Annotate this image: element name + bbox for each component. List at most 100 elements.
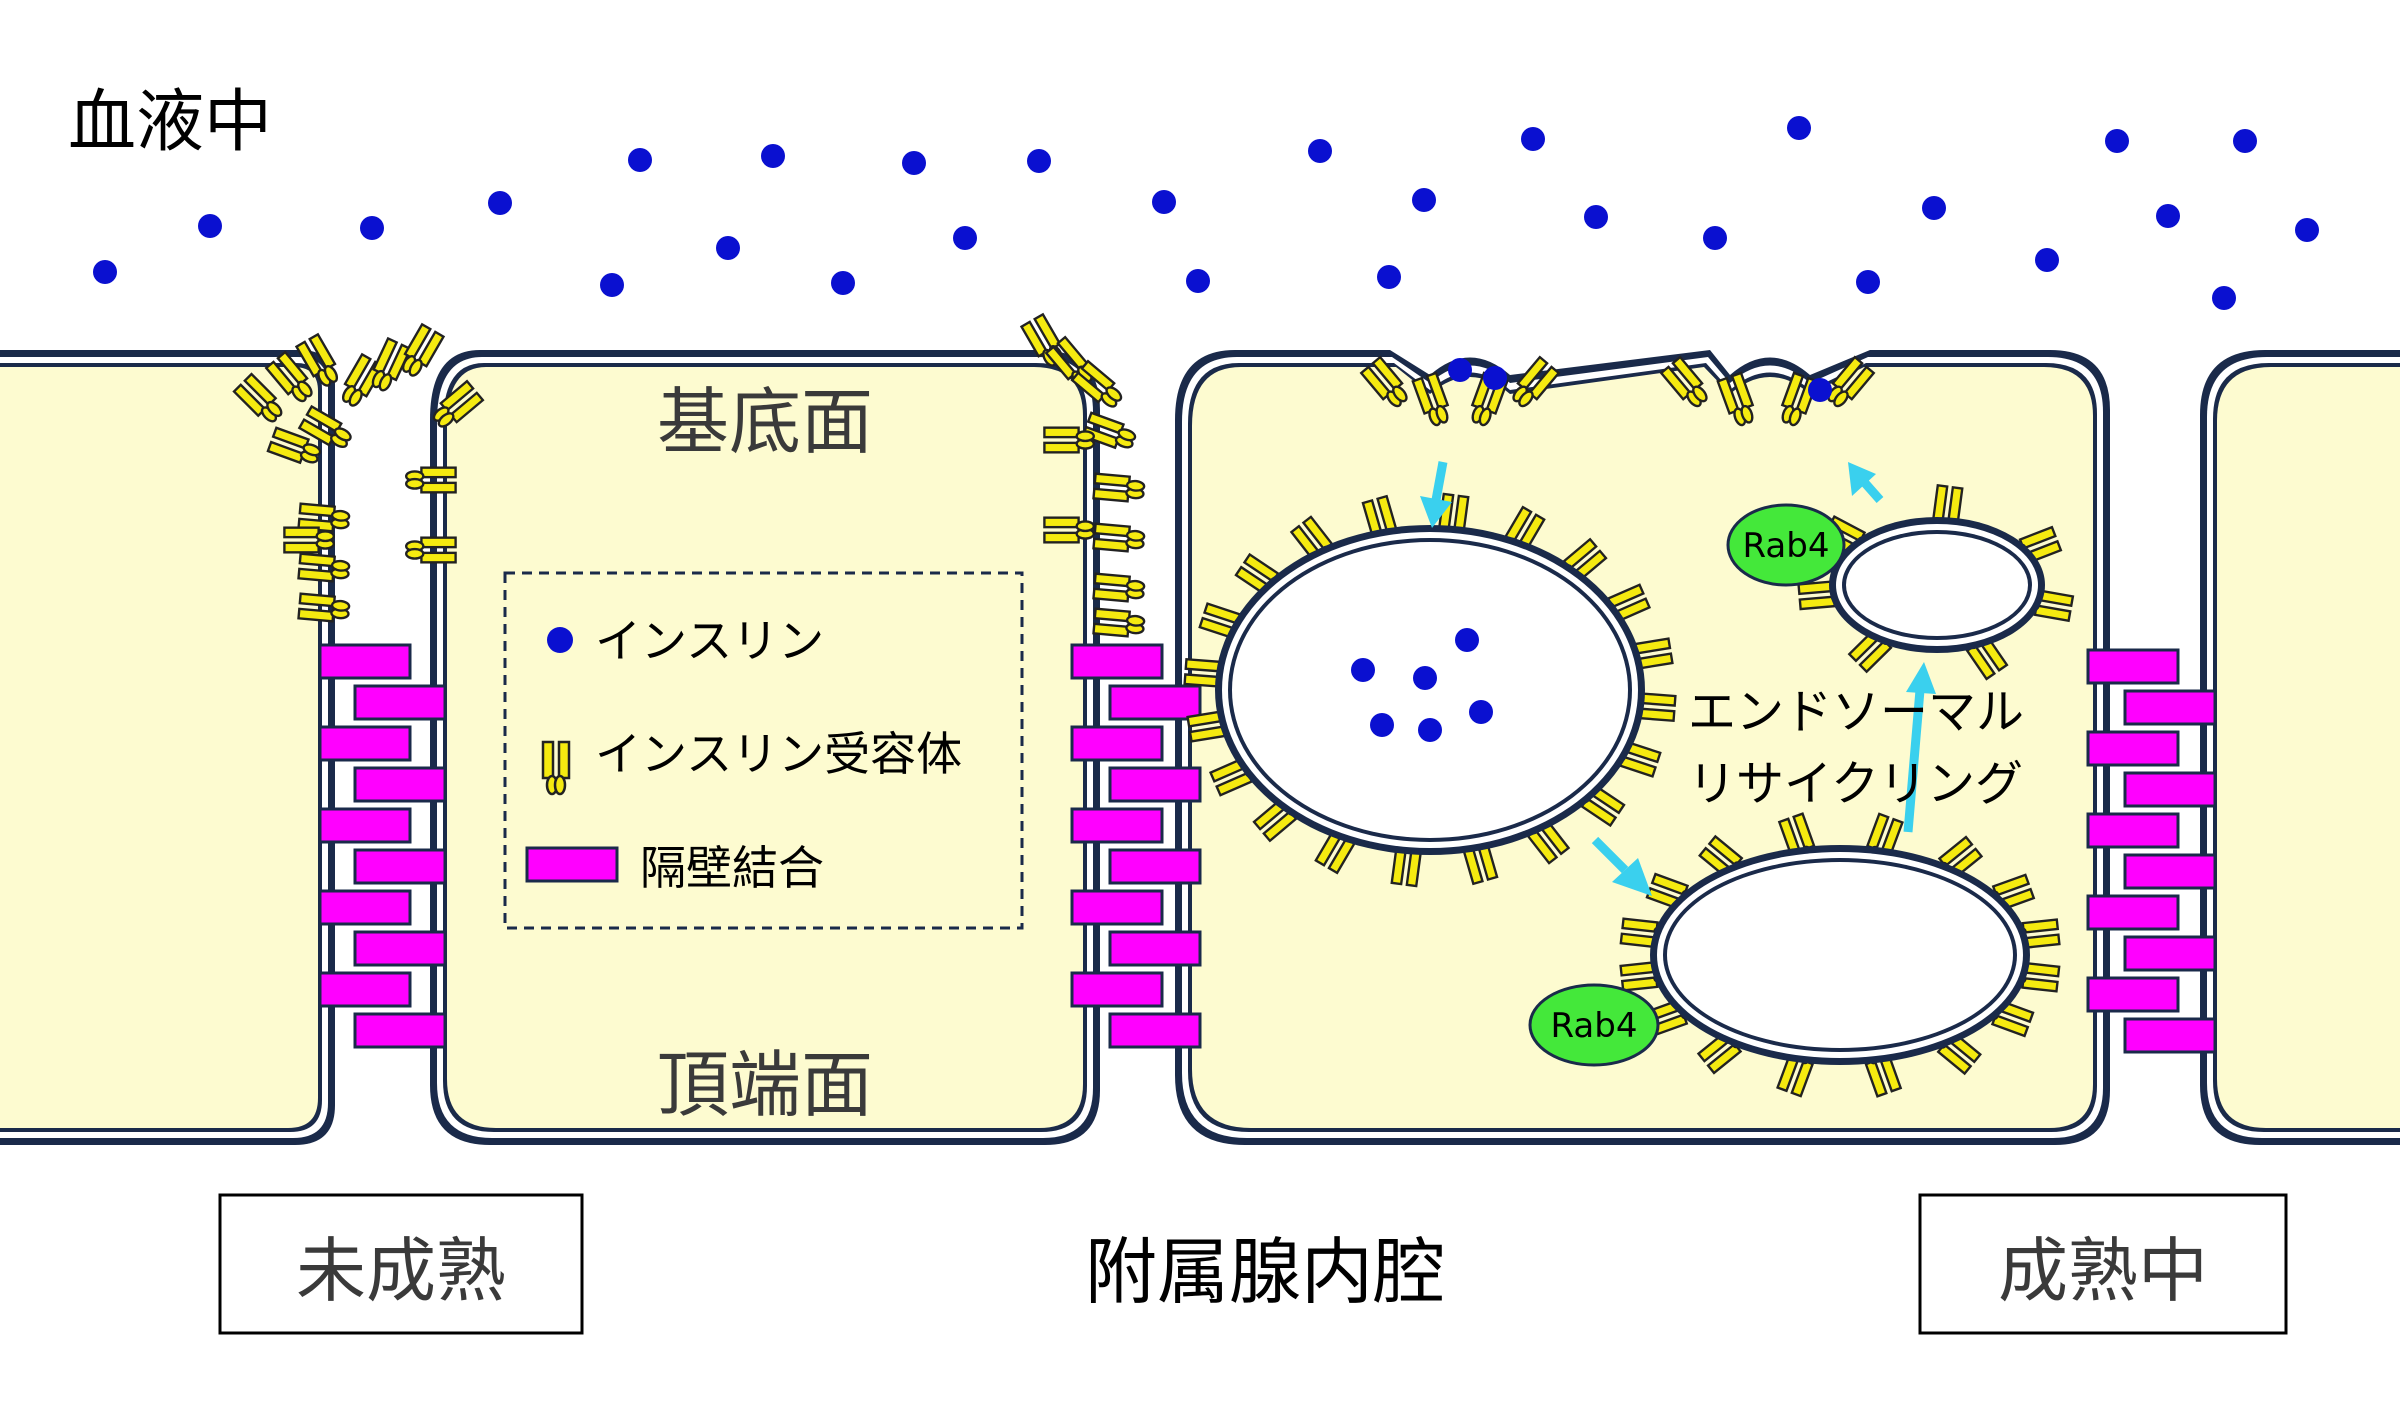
junction-brick xyxy=(1108,930,1202,967)
maturing-stage-box: 成熟中 xyxy=(1918,1193,2288,1335)
insulin-dot xyxy=(2035,248,2059,272)
junction-brick xyxy=(2123,1017,2217,1054)
recycling-arrows xyxy=(1420,461,1936,896)
receptor xyxy=(266,426,322,465)
junction-brick xyxy=(1108,766,1202,803)
junction-brick xyxy=(2086,648,2180,685)
insulin-dot xyxy=(488,191,512,215)
junction-brick xyxy=(353,930,447,967)
insulin-dot xyxy=(1703,226,1727,250)
insulin-dot xyxy=(2233,129,2257,153)
junction-brick xyxy=(353,1012,447,1049)
receptor xyxy=(297,592,351,623)
insulin-dot xyxy=(1787,116,1811,140)
immature-stage-box: 未成熟 xyxy=(218,1193,584,1335)
basal-surface-label: 基底面 xyxy=(657,380,873,464)
junction-brick xyxy=(1070,971,1164,1008)
junction-brick xyxy=(1070,807,1164,844)
insulin-dot xyxy=(1469,700,1493,724)
legend-receptor-swatch xyxy=(541,740,571,796)
insulin-dot xyxy=(902,151,926,175)
junction-brick xyxy=(318,807,412,844)
right-partial-cell xyxy=(2200,350,2400,1145)
insulin-dot xyxy=(1413,666,1437,690)
insulin-dot xyxy=(1308,139,1332,163)
receptor xyxy=(283,526,335,554)
receptor xyxy=(264,350,313,403)
insulin-dot xyxy=(1377,265,1401,289)
rab4-upper-label: Rab4 xyxy=(1743,526,1830,566)
lumen-label: 附属腺内腔 xyxy=(1085,1230,1445,1314)
junction-brick xyxy=(2086,730,2180,767)
insulin-dot xyxy=(1027,149,1051,173)
receptor xyxy=(297,404,352,449)
receptor xyxy=(1827,355,1876,408)
insulin-dot xyxy=(1412,188,1436,212)
insulin-dot xyxy=(831,271,855,295)
insulin-dot xyxy=(716,236,740,260)
insulin-dot xyxy=(1418,718,1442,742)
legend-receptor-label: インスリン受容体 xyxy=(595,727,962,781)
receptor xyxy=(541,740,571,796)
junction-brick xyxy=(318,643,412,680)
insulin-dot xyxy=(1448,358,1472,382)
junction-brick xyxy=(318,725,412,762)
junction-brick xyxy=(353,848,447,885)
junction-brick xyxy=(353,766,447,803)
rab4-lower: Rab4 xyxy=(1528,983,1660,1067)
junction-brick xyxy=(2123,771,2217,808)
insulin-dot xyxy=(628,148,652,172)
immature-label: 未成熟 xyxy=(296,1230,506,1312)
arrow-pit-to-endosome xyxy=(1420,461,1452,528)
legend: インスリン インスリン受容体 隔壁結合 xyxy=(503,571,1024,930)
junction-brick xyxy=(1108,684,1202,721)
left-partial-cell xyxy=(0,350,335,1145)
receptor xyxy=(1716,371,1755,427)
junction-brick xyxy=(1070,725,1164,762)
insulin-dot xyxy=(1186,269,1210,293)
junction-brick xyxy=(2123,689,2217,726)
legend-junction-swatch xyxy=(525,846,619,883)
large-endosome xyxy=(1215,525,1645,855)
receptor xyxy=(297,552,351,583)
legend-junction-label: 隔壁結合 xyxy=(640,841,824,895)
insulin-dot xyxy=(93,260,117,284)
insulin-dot xyxy=(1152,190,1176,214)
immature-cell xyxy=(430,350,1100,1145)
small-endosome xyxy=(1829,517,2045,653)
receptor xyxy=(405,536,457,564)
insulin-dot xyxy=(198,214,222,238)
receptor xyxy=(1092,522,1146,553)
insulin-dot xyxy=(1455,628,1479,652)
receptor xyxy=(1043,516,1095,544)
junction-brick xyxy=(2123,935,2217,972)
insulin-dot xyxy=(761,144,785,168)
insulin-dot xyxy=(1521,127,1545,151)
lower-endosome xyxy=(1650,845,2030,1065)
rab4-lower-label: Rab4 xyxy=(1551,1006,1638,1046)
receptor xyxy=(1070,359,1123,408)
receptor xyxy=(1659,355,1708,408)
legend-insulin-swatch xyxy=(547,627,573,653)
legend-insulin-label: インスリン xyxy=(595,614,824,668)
junction-brick xyxy=(1070,889,1164,926)
insulin-dot xyxy=(1808,378,1832,402)
junction-brick xyxy=(353,684,447,721)
septate-junctions xyxy=(318,643,2217,1054)
insulin-dot xyxy=(2105,129,2129,153)
insulin-molecules xyxy=(93,116,2319,742)
insulin-dot xyxy=(1584,205,1608,229)
blood-label: 血液中 xyxy=(68,83,272,162)
arrow-small-to-pit xyxy=(1848,462,1884,503)
insulin-dot xyxy=(1922,196,1946,220)
recycling-label-line2: リサイクリング xyxy=(1688,756,2023,812)
rab4-upper: Rab4 xyxy=(1726,503,1846,587)
junction-brick xyxy=(1108,1012,1202,1049)
insulin-dot xyxy=(953,226,977,250)
junction-brick xyxy=(2086,894,2180,931)
insulin-dot xyxy=(1483,366,1507,390)
receptor xyxy=(1043,426,1095,454)
apical-surface-label: 頂端面 xyxy=(657,1043,873,1127)
receptor xyxy=(1092,472,1146,503)
